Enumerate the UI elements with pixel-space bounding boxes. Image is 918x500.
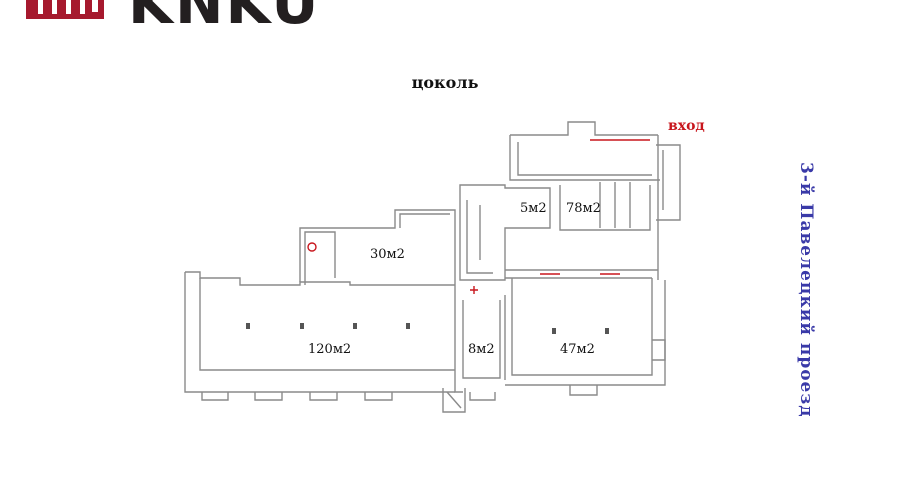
street-label: 3-й Павелецкий проезд: [796, 162, 816, 418]
room-30-label: 30м2: [370, 247, 405, 262]
room-8-label: 8м2: [468, 342, 495, 357]
pillars: [246, 323, 609, 334]
room-5-label: 5м2: [520, 201, 547, 216]
entrance-label: вход: [668, 118, 705, 134]
floor-title: цоколь: [411, 73, 479, 92]
red-markers: [307, 139, 650, 294]
room-47-label: 47м2: [560, 342, 595, 357]
brand-name: KNKU: [128, 0, 321, 26]
room-78-label: 78м2: [566, 201, 601, 216]
brand-logo: KNKU: [0, 0, 340, 26]
plan-walls: [184, 121, 681, 413]
brand-logo-mark: [26, 0, 104, 19]
room-120-label: 120м2: [308, 342, 351, 357]
